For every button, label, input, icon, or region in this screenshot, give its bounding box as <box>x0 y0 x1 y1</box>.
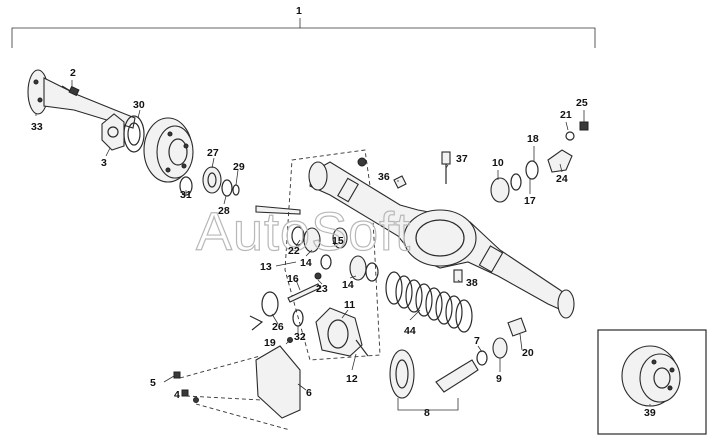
callout-11: 11 <box>344 299 355 311</box>
callout-3: 3 <box>101 157 107 169</box>
watermark-text: AutoSoft <box>196 202 411 262</box>
housing-cover <box>173 337 301 431</box>
assembly-bracket <box>11 18 596 48</box>
callout-14a: 14 <box>300 257 312 269</box>
callout-37: 37 <box>456 153 468 165</box>
fill-plug <box>393 175 407 189</box>
callout-16: 16 <box>287 273 299 285</box>
callout-13: 13 <box>260 261 272 273</box>
axle-housing <box>308 161 575 319</box>
callout-22: 22 <box>288 245 300 257</box>
callout-27: 27 <box>207 147 219 159</box>
callout-12: 12 <box>346 373 358 385</box>
callout-25: 25 <box>576 97 588 109</box>
callout-18: 18 <box>527 133 539 145</box>
inset-panel <box>597 329 707 435</box>
differential-group-outline <box>284 149 381 361</box>
callout-36: 36 <box>378 171 390 183</box>
ring-and-pinion <box>389 349 479 399</box>
retainer-plate <box>101 113 125 151</box>
callout-44: 44 <box>404 325 416 337</box>
callout-33: 33 <box>31 121 43 133</box>
leader-lines <box>35 80 651 411</box>
callout-5: 5 <box>150 377 156 389</box>
callout-29: 29 <box>233 161 245 173</box>
callout-9: 9 <box>496 373 502 385</box>
callout-38: 38 <box>466 277 478 289</box>
housing-nut <box>357 157 367 167</box>
callout-1: 1 <box>296 5 302 17</box>
callout-31: 31 <box>180 189 192 201</box>
callout-4: 4 <box>174 389 180 401</box>
callout-19: 19 <box>264 337 276 349</box>
callout-7: 7 <box>474 335 480 347</box>
callout-10: 10 <box>492 157 504 169</box>
pinion-yoke <box>490 121 589 203</box>
callout-30: 30 <box>133 99 145 111</box>
callout-labels: 1 2 3 4 5 6 7 8 9 10 11 12 13 14 14 15 1… <box>31 5 656 419</box>
callout-23: 23 <box>316 283 328 295</box>
callout-2: 2 <box>70 67 76 79</box>
callout-15: 15 <box>332 235 344 247</box>
clutch-pack <box>385 271 473 333</box>
callout-39: 39 <box>644 407 656 419</box>
callout-8: 8 <box>424 407 430 419</box>
callout-32: 32 <box>294 331 306 343</box>
callout-21: 21 <box>560 109 572 121</box>
cross-pin <box>287 272 322 303</box>
side-gears <box>291 226 379 282</box>
callout-26: 26 <box>272 321 284 333</box>
callout-20: 20 <box>522 347 534 359</box>
bolt-2 <box>61 85 80 97</box>
callout-28: 28 <box>218 205 230 217</box>
pinion-bearings <box>476 317 527 366</box>
brake-drum <box>143 117 194 183</box>
differential-case <box>315 307 369 357</box>
callout-24: 24 <box>556 173 568 185</box>
drain-plug <box>453 269 463 283</box>
differential-pin <box>255 205 301 215</box>
callout-14b: 14 <box>342 279 354 291</box>
callout-17: 17 <box>524 195 536 207</box>
gasket-30 <box>123 115 145 153</box>
callout-6: 6 <box>306 387 312 399</box>
